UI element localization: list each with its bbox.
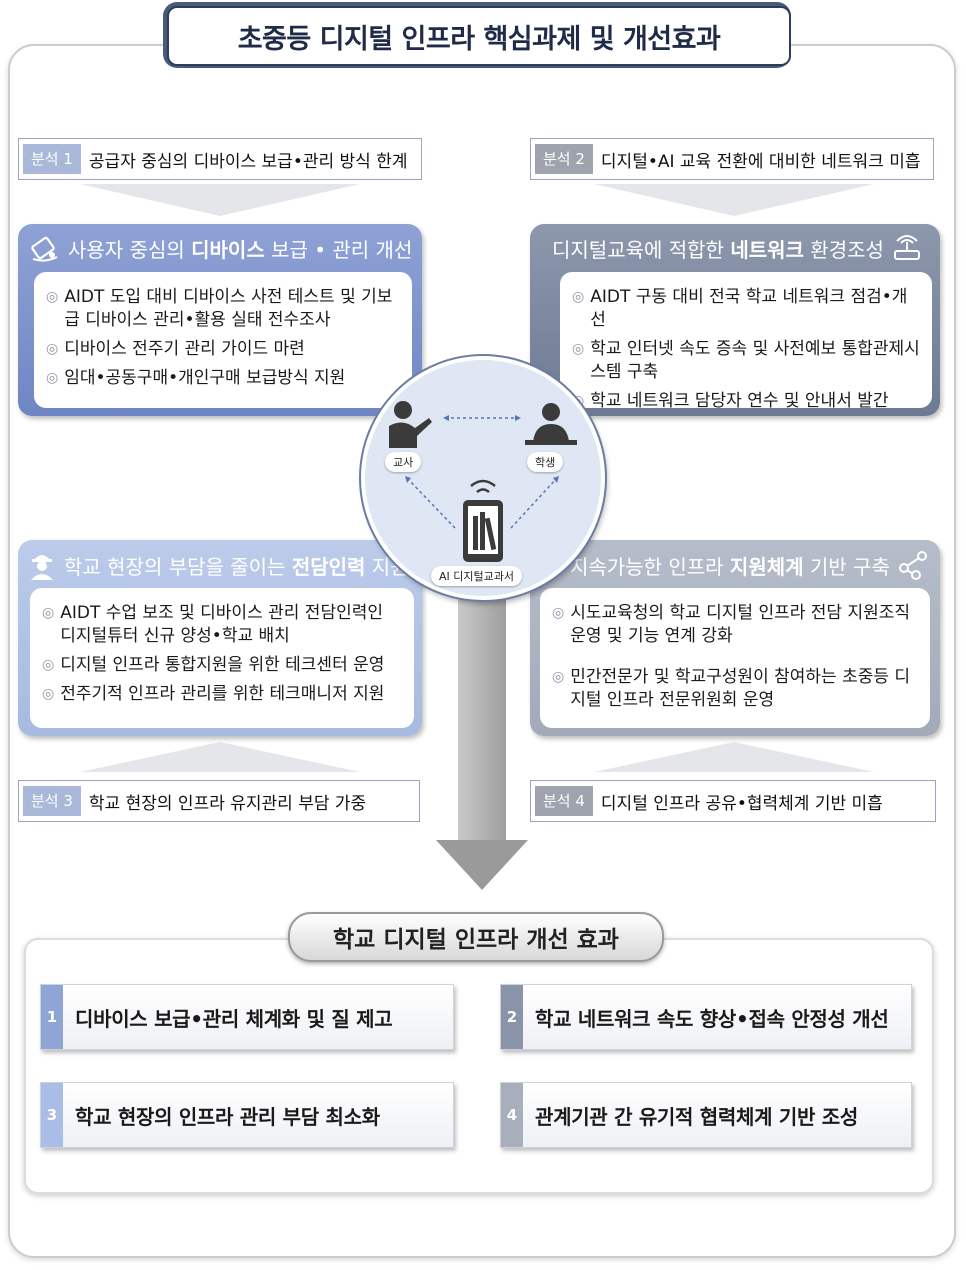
- big-arrow-shaft: [458, 600, 506, 845]
- analysis-3-text: 학교 현장의 인프라 유지관리 부담 가중: [88, 793, 367, 814]
- ai-textbook-label: AI 디지털교과서: [431, 566, 522, 586]
- analysis-1-bar: 분석 1 공급자 중심의 디바이스 보급•관리 방식 한계: [18, 138, 422, 180]
- center-diagram: [389, 401, 577, 562]
- effect-number: 4: [501, 1083, 523, 1147]
- down-triangle-1: [80, 184, 360, 216]
- card-network: 디지털교육에 적합한 네트워크 환경조성 ◎AIDT 구동 대비 전국 학교 네…: [530, 224, 940, 416]
- analysis-2-text: 디지털•AI 교육 전환에 대비한 네트워크 미흡: [600, 151, 921, 172]
- bullet-icon: ◎: [42, 657, 55, 673]
- card-device: 사용자 중심의 디바이스 보급 • 관리 개선 ◎AIDT 도입 대비 디바이스…: [18, 224, 422, 416]
- list-item: ◎전주기적 인프라 관리를 위한 테크매니저 지원: [42, 684, 385, 704]
- card-network-body: ◎AIDT 구동 대비 전국 학교 네트워크 점검•개선 ◎학교 인터넷 속도 …: [560, 272, 932, 411]
- analysis-4-bar: 분석 4 디지털 인프라 공유•협력체계 기반 미흡: [530, 780, 936, 822]
- list-item: ◎민간전문가 및 학교구성원이 참여하는 초중등 디지털 인프라 전문위원회 운…: [552, 667, 911, 710]
- big-arrow-head: [436, 840, 528, 890]
- card-staff: 학교 현장의 부담을 줄이는 전담인력 지원 ◎AIDT 수업 보조 및 디바이…: [18, 540, 422, 736]
- effect-number: 3: [41, 1083, 63, 1147]
- bullet-icon: ◎: [46, 341, 59, 357]
- effect-text: 관계기관 간 유기적 협력체계 기반 조성: [535, 1104, 858, 1129]
- effect-item-2: 2 학교 네트워크 속도 향상•접속 안정성 개선: [500, 984, 912, 1050]
- center-circle: 교사 학생 AI 디지털교과서: [361, 356, 605, 600]
- up-triangle-4: [594, 742, 874, 772]
- bullet-icon: ◎: [46, 289, 59, 305]
- student-label: 학생: [527, 452, 564, 472]
- card-support-body: ◎시도교육청의 학교 디지털 인프라 전담 지원조직 운영 및 기능 연계 강화…: [540, 588, 930, 728]
- down-triangle-2: [594, 184, 874, 216]
- effects-box: [24, 938, 934, 1194]
- effect-item-1: 1 디바이스 보급•관리 체계화 및 질 제고: [40, 984, 454, 1050]
- device-teacher-arrow: [406, 477, 456, 529]
- teacher-icon: [389, 401, 432, 448]
- teacher-label: 교사: [385, 452, 422, 472]
- card-support: 지속가능한 인프라 지원체계 기반 구축 ◎시도교육청의 학교 디지털 인프라 …: [530, 540, 940, 736]
- network-nodes-icon: [898, 551, 927, 580]
- list-item: ◎AIDT 도입 대비 디바이스 사전 테스트 및 기보급 디바이스 관리•활용…: [46, 287, 393, 330]
- router-icon: [893, 234, 920, 260]
- effect-text: 디바이스 보급•관리 체계화 및 질 제고: [75, 1006, 393, 1031]
- list-item: ◎학교 네트워크 담당자 연수 및 안내서 발간: [572, 390, 920, 413]
- list-item: ◎AIDT 수업 보조 및 디바이스 관리 전담인력인 디지털튜터 신규 양성•…: [42, 603, 383, 646]
- analysis-4-tag: 분석 4: [535, 786, 593, 816]
- card-network-header: 디지털교육에 적합한 네트워크 환경조성: [552, 234, 922, 263]
- effect-number: 1: [41, 985, 63, 1049]
- effect-text: 학교 현장의 인프라 관리 부담 최소화: [75, 1104, 380, 1129]
- card-device-body: ◎AIDT 도입 대비 디바이스 사전 테스트 및 기보급 디바이스 관리•활용…: [34, 272, 412, 408]
- analysis-2-tag: 분석 2: [535, 144, 593, 174]
- student-icon: [525, 403, 577, 445]
- list-item: ◎디바이스 전주기 관리 가이드 마련: [46, 339, 305, 359]
- analysis-2-bar: 분석 2 디지털•AI 교육 전환에 대비한 네트워크 미흡: [530, 138, 934, 180]
- card-staff-header: 학교 현장의 부담을 줄이는 전담인력 지원: [28, 550, 409, 580]
- analysis-1-tag: 분석 1: [23, 144, 81, 174]
- analysis-3-bar: 분석 3 학교 현장의 인프라 유지관리 부담 가중: [18, 780, 420, 822]
- bullet-icon: ◎: [42, 686, 55, 702]
- card-staff-body: ◎AIDT 수업 보조 및 디바이스 관리 전담인력인 디지털튜터 신규 양성•…: [30, 588, 414, 728]
- bullet-icon: ◎: [46, 370, 59, 386]
- effect-text: 학교 네트워크 속도 향상•접속 안정성 개선: [535, 1006, 889, 1031]
- worker-icon: [31, 555, 53, 580]
- list-item: ◎시도교육청의 학교 디지털 인프라 전담 지원조직 운영 및 기능 연계 강화: [552, 603, 911, 646]
- analysis-4-text: 디지털 인프라 공유•협력체계 기반 미흡: [600, 793, 883, 814]
- effect-item-4: 4 관계기관 간 유기적 협력체계 기반 조성: [500, 1082, 912, 1148]
- page-title: 초중등 디지털 인프라 핵심과제 및 개선효과: [167, 6, 791, 66]
- bullet-icon: ◎: [572, 341, 585, 357]
- card-support-header: 지속가능한 인프라 지원체계 기반 구축: [570, 550, 930, 580]
- effects-title: 학교 디지털 인프라 개선 효과: [288, 912, 664, 962]
- analysis-1-text: 공급자 중심의 디바이스 보급•관리 방식 한계: [88, 151, 408, 172]
- bullet-icon: ◎: [572, 289, 585, 305]
- analysis-3-tag: 분석 3: [23, 786, 81, 816]
- list-item: ◎디지털 인프라 통합지원을 위한 테크센터 운영: [42, 655, 385, 675]
- bullet-icon: ◎: [552, 669, 565, 685]
- list-item: ◎학교 인터넷 속도 증속 및 사전예보 통합관제시스템 구축: [572, 339, 920, 382]
- effect-item-3: 3 학교 현장의 인프라 관리 부담 최소화: [40, 1082, 454, 1148]
- list-item: ◎임대•공동구매•개인구매 보급방식 지원: [46, 368, 346, 388]
- card-device-header: 사용자 중심의 디바이스 보급 • 관리 개선: [30, 234, 412, 263]
- effect-number: 2: [501, 985, 523, 1049]
- device-icon: [31, 236, 58, 262]
- list-item: ◎AIDT 구동 대비 전국 학교 네트워크 점검•개선: [572, 287, 908, 330]
- bullet-icon: ◎: [42, 605, 55, 621]
- bullet-icon: ◎: [552, 605, 565, 621]
- up-triangle-3: [80, 742, 360, 772]
- tablet-book-icon: [463, 479, 503, 562]
- device-student-arrow: [510, 477, 558, 529]
